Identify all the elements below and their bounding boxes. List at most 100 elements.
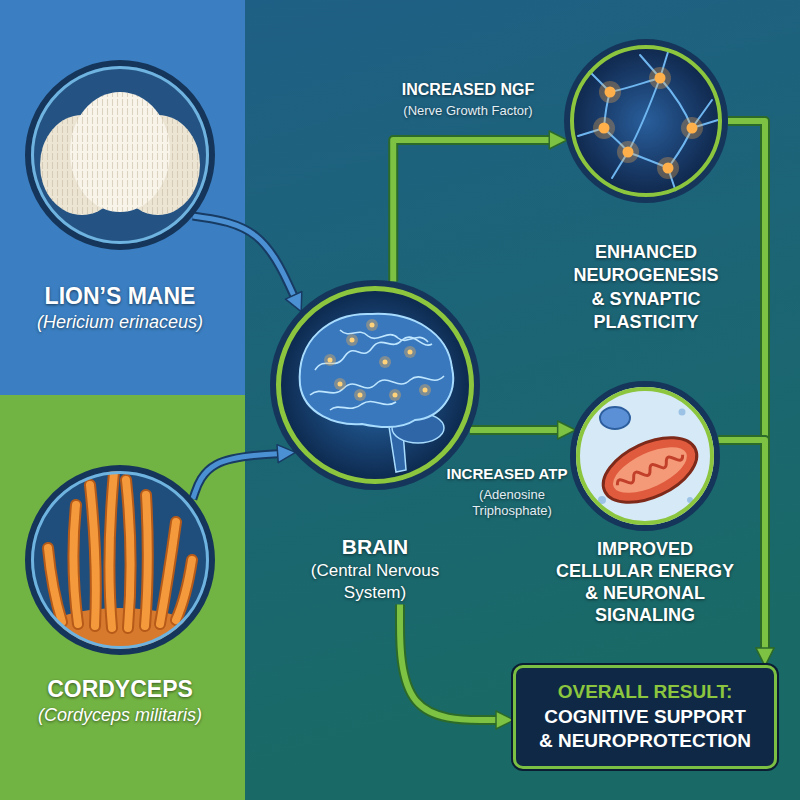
background-panel	[0, 395, 245, 800]
arrow-connector	[470, 430, 558, 431]
brain-illustration	[328, 358, 333, 363]
cordyceps-illustration	[109, 472, 114, 628]
neuron-illustration	[687, 123, 698, 134]
node-subtext: COGNITIVE SUPPORT & NEUROPROTECTION	[537, 705, 753, 754]
connector-line	[400, 604, 496, 720]
mitochondria-illustration	[572, 383, 718, 529]
cordyceps-illustration	[160, 522, 176, 624]
neuron-illustration	[617, 141, 639, 163]
circle-ring	[567, 42, 725, 200]
lions-mane-illustration	[70, 92, 170, 212]
note-label: (Nerve Growth Factor)	[403, 103, 532, 119]
brain-illustration	[423, 388, 428, 393]
neuron-illustration	[599, 81, 621, 103]
connector-outline	[470, 425, 558, 435]
edge-label: INCREASED NGF	[402, 80, 534, 99]
cordyceps-illustration	[126, 480, 131, 628]
connector-outline	[400, 604, 496, 720]
neuron-illustration	[566, 41, 726, 201]
node-heading: BRAIN	[295, 534, 455, 560]
brain-illustration	[324, 354, 336, 366]
mitochondria-illustration	[593, 424, 706, 515]
lions-mane-illustration	[70, 92, 170, 212]
cordyceps-illustration	[48, 472, 192, 628]
mitochondria-illustration	[616, 451, 685, 489]
brain-illustration	[315, 337, 432, 370]
connector-outline	[193, 454, 278, 499]
arrow-connector	[393, 140, 549, 282]
brain-illustration	[379, 356, 391, 368]
ingredient-circle: LION’S MANE(Hericium erinaceus)	[20, 60, 220, 334]
brain-illustration	[393, 393, 398, 398]
cordyceps-illustration	[48, 472, 192, 628]
mitochondria-illustration	[607, 438, 694, 503]
effect-circle: IMPROVED CELLULAR ENERGY & NEURONAL SIGN…	[550, 381, 740, 627]
neuron-illustration	[655, 73, 666, 84]
brain-illustration	[404, 346, 416, 358]
brain-illustration	[350, 338, 355, 343]
circle-ring	[573, 384, 717, 528]
connector-outline	[718, 440, 765, 648]
mitochondria-illustration	[593, 424, 706, 515]
mitochondria-illustration	[572, 383, 718, 529]
neuron-illustration	[578, 52, 718, 192]
circle-ring	[572, 47, 720, 195]
ingredient-circle: CORDYCEPS(Cordyceps militaris)	[20, 465, 220, 727]
cordyceps-illustration	[90, 485, 96, 626]
effect-circle: ENHANCED NEUROGENESIS & SYNAPTIC PLASTIC…	[561, 39, 731, 335]
cordyceps-illustration	[28, 468, 212, 652]
cordyceps-illustration	[73, 505, 78, 624]
neuron-illustration	[681, 117, 703, 139]
cordyceps-illustration	[145, 495, 148, 626]
cordyceps-illustration	[160, 522, 176, 624]
node-heading: OVERALL RESULT:	[537, 680, 753, 705]
connector-line	[193, 454, 278, 499]
arrow-connector	[400, 604, 496, 720]
brain-illustration	[273, 283, 477, 487]
node-heading: ENHANCED NEUROGENESIS & SYNAPTIC PLASTIC…	[569, 241, 724, 335]
brain-illustration	[419, 384, 431, 396]
brain-illustration	[383, 360, 388, 365]
result-box: OVERALL RESULT:COGNITIVE SUPPORT & NEURO…	[513, 665, 777, 769]
cordyceps-illustration	[145, 495, 148, 626]
neuron-illustration	[663, 163, 674, 174]
circle-ring	[28, 63, 212, 247]
brain-illustration	[389, 389, 401, 401]
brain-illustration	[338, 382, 343, 387]
neuron-illustration	[599, 123, 610, 134]
brain-illustration	[330, 401, 396, 410]
mitochondria-illustration	[679, 409, 686, 416]
connector-outline	[193, 216, 294, 295]
cordyceps-illustration	[109, 472, 114, 628]
connector-outline	[393, 140, 549, 282]
neuron-illustration	[605, 87, 616, 98]
arrow-connector	[718, 440, 765, 648]
brain-illustration	[354, 389, 366, 401]
node-subtext: (Cordyceps militaris)	[25, 704, 215, 727]
neuron-illustration	[657, 157, 679, 179]
connector-line	[470, 427, 558, 433]
node-subtext: (Central Nervous System)	[295, 560, 455, 604]
brain-illustration	[328, 323, 428, 398]
node-subtext: (Hericium erinaceus)	[25, 311, 215, 334]
node-heading: CORDYCEPS	[25, 675, 215, 704]
brain-illustration	[310, 330, 444, 410]
cordyceps-illustration	[90, 485, 96, 626]
brain-illustration	[358, 393, 363, 398]
cordyceps-illustration	[73, 505, 78, 624]
brain-illustration	[273, 283, 477, 487]
neuron-illustration	[593, 67, 703, 179]
brain-illustration	[370, 323, 375, 328]
circle-ring	[33, 68, 208, 243]
cordyceps-illustration	[28, 468, 212, 652]
neuron-illustration	[566, 41, 726, 201]
lions-mane-illustration	[28, 63, 212, 247]
brain-circle: BRAIN(Central Nervous System)	[265, 280, 485, 604]
background-panel	[0, 0, 245, 395]
note-label: (Adenosine Triphosphate)	[457, 487, 567, 518]
neuron-illustration	[628, 78, 660, 152]
circle-ring	[28, 468, 212, 652]
